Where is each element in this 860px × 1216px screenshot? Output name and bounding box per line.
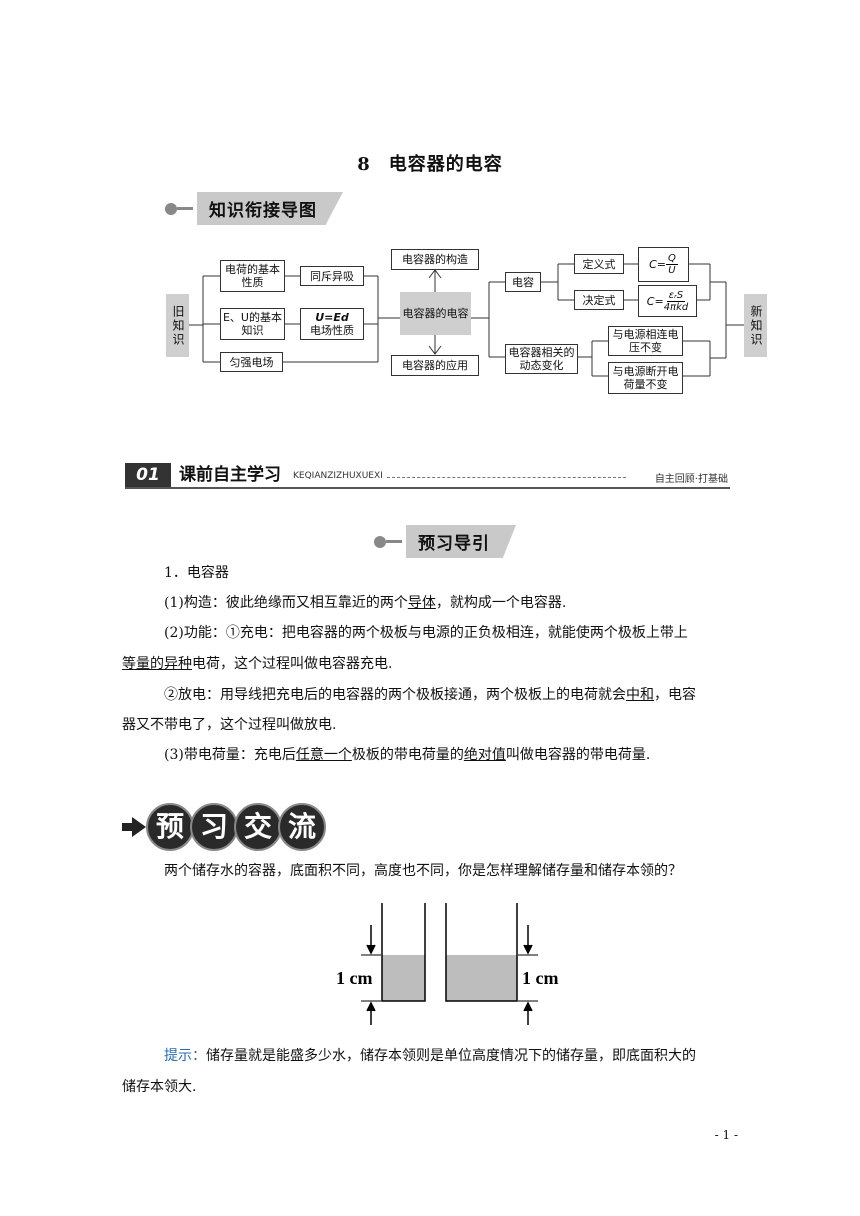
p2-text-a: (2)功能：①充电：把电容器的两个极板与电源的正负极相连，就能使两个极板上带上 <box>164 625 688 641</box>
banner-char: 流 <box>278 803 326 851</box>
preview-header: 预习导引 <box>374 525 516 558</box>
preview-header-label: 预习导引 <box>406 525 516 558</box>
left-height-label: 1 cm <box>336 968 372 988</box>
ribbon-dash <box>386 540 402 543</box>
question-text: 两个储存水的容器，底面积不同，高度也不同，你是怎样理解储存量和储存本领的？ <box>164 863 682 879</box>
uniform-field-box: 匀强电场 <box>220 352 283 372</box>
knowledge-header: 知识衔接导图 <box>165 192 343 225</box>
determination-box: 决定式 <box>574 290 624 310</box>
formula1-fraction: Q U <box>666 253 678 276</box>
formula1-lhs: C= <box>649 258 667 271</box>
repel-attract-box: 同斥异吸 <box>300 266 364 286</box>
definition-formula-box: C= Q U <box>638 247 689 282</box>
containers-figure: 1 cm 1 cm <box>336 903 558 1025</box>
p2-underlined-2: 异种 <box>164 656 192 672</box>
eu-basic-box: E、U的基本知识 <box>220 308 285 340</box>
exchange-banner: 预 习 交 流 <box>122 803 326 851</box>
p4-underlined-2: 绝对值 <box>463 747 506 763</box>
right-height-label: 1 cm <box>522 968 558 988</box>
u-ed-formula: U=Ed <box>315 311 349 324</box>
basic-charge-box: 电荷的基本性质 <box>220 260 285 292</box>
definition-box: 定义式 <box>574 254 624 274</box>
p3-underlined: 中和 <box>626 687 654 703</box>
para-function-line2: 等量的异种电荷，这个过程叫做电容器充电. <box>122 654 742 674</box>
new-knowledge-box: 新知识 <box>744 294 767 357</box>
disconnected-source-box: 与电源断开电荷量不变 <box>608 362 683 394</box>
field-property-text: 电场性质 <box>310 324 354 337</box>
capacitor-structure-box: 电容器的构造 <box>391 249 479 270</box>
p4-text-b: 极板的带电荷量的 <box>351 747 464 763</box>
page-number: - 1 - <box>714 1128 738 1142</box>
formula1-numerator: Q <box>666 253 678 265</box>
section-name: 课前自主学习 <box>179 465 281 485</box>
p2-text-b: 电荷，这个过程叫做电容器充电. <box>192 656 393 672</box>
formula2-denominator: 4πkd <box>663 301 689 313</box>
para-function-line1: (2)功能：①充电：把电容器的两个极板与电源的正负极相连，就能使两个极板上带上 <box>164 623 744 643</box>
formula2-fraction: εᵣS 4πkd <box>664 290 689 313</box>
title-text: 电容器的电容 <box>388 154 503 175</box>
hint-line2: 储存本领大. <box>122 1079 197 1095</box>
dynamic-change-box: 电容器相关的动态变化 <box>505 344 578 374</box>
hint-line1: 提示：储存量就是能盛多少水，储存本领则是单位高度情况下的储存量，即底面积大的 <box>164 1046 744 1066</box>
capacitor-application-box: 电容器的应用 <box>391 355 479 376</box>
section-right-text: 自主回顾·打基础 <box>654 474 728 485</box>
connected-source-box: 与电源相连电压不变 <box>608 326 683 356</box>
section-bar: 01 课前自主学习 KEQIANZIZHUXUEXI 自主回顾·打基础 <box>125 463 730 489</box>
banner-chars: 预 习 交 流 <box>146 803 326 851</box>
para-discharge-line2: 器又不带电了，这个过程叫做放电. <box>122 717 337 733</box>
para-structure: (1)构造：彼此绝缘而又相互靠近的两个导体，就构成一个电容器. <box>164 593 744 613</box>
determination-formula-box: C= εᵣS 4πkd <box>638 285 697 317</box>
knowledge-header-label: 知识衔接导图 <box>197 192 343 225</box>
section-badge: 01 <box>125 463 171 487</box>
banner-arrow-stem <box>122 823 132 831</box>
para-discharge-line1: ②放电：用导线把充电后的电容器的两个极板接通，两个极板上的电荷就会中和，电容 <box>164 685 744 705</box>
formula1-denominator: U <box>668 265 676 276</box>
ribbon-dot <box>165 202 177 215</box>
p1-underlined: 导体 <box>407 595 436 611</box>
p3-text-a: ②放电：用导线把充电后的电容器的两个极板接通，两个极板上的电荷就会 <box>164 687 626 703</box>
u-ed-box: U=Ed 电场性质 <box>300 308 364 340</box>
p2-underlined-1: 等量的 <box>122 656 164 672</box>
page-title: 8 电容器的电容 <box>0 150 860 176</box>
section-pinyin: KEQIANZIZHUXUEXI <box>293 471 383 481</box>
hint-text-1: 储存量就是能盛多少水，储存本领则是单位高度情况下的储存量，即底面积大的 <box>206 1048 696 1064</box>
banner-char: 交 <box>234 803 282 851</box>
formula2-numerator: εᵣS <box>666 289 686 302</box>
p4-text-a: (3)带电荷量：充电后 <box>164 747 296 763</box>
title-number: 8 <box>357 154 371 175</box>
ribbon-dot <box>374 535 386 548</box>
concept-map: 旧知识 新知识 电荷的基本性质 同斥异吸 E、U的基本知识 U=Ed 电场性质 … <box>0 0 860 420</box>
old-knowledge-box: 旧知识 <box>166 294 189 357</box>
banner-char: 预 <box>146 803 194 851</box>
section-underline <box>125 487 730 489</box>
ribbon-dash <box>177 207 193 210</box>
capacitance-box: 电容 <box>505 272 541 292</box>
formula2-lhs: C= <box>646 294 664 308</box>
section-dashed-rule <box>387 477 626 478</box>
capacitance-center-box: 电容器的电容 <box>400 292 471 335</box>
p1-text-a: (1)构造：彼此绝缘而又相互靠近的两个 <box>164 595 408 611</box>
p4-underlined-1: 任意一个 <box>295 747 352 763</box>
concept-map-lines <box>189 263 744 377</box>
heading-capacitor: 1．电容器 <box>164 565 229 581</box>
p3-text-b: ，电容 <box>654 687 696 703</box>
para-charge-quantity: (3)带电荷量：充电后任意一个极板的带电荷量的绝对值叫做电容器的带电荷量. <box>164 745 744 765</box>
p1-text-b: ，就构成一个电容器. <box>435 595 567 611</box>
banner-char: 习 <box>190 803 238 851</box>
hint-label: 提示： <box>164 1048 206 1064</box>
p4-text-c: 叫做电容器的带电荷量. <box>505 747 651 763</box>
banner-arrow-icon <box>132 817 146 837</box>
